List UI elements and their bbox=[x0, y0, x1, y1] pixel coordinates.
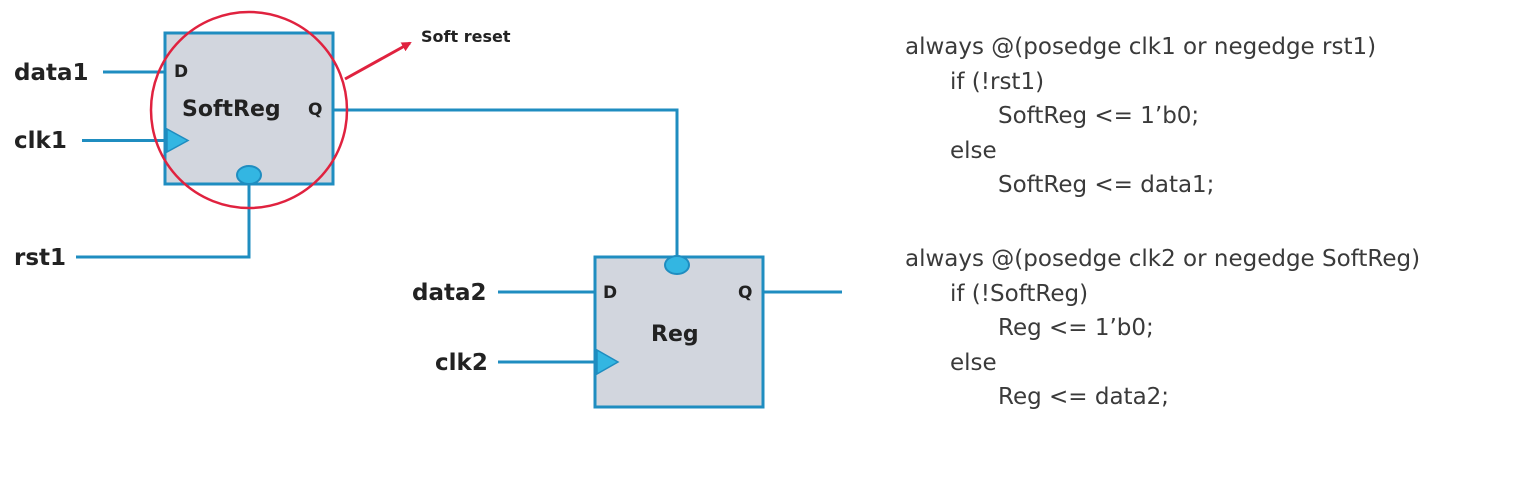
rst1-label: rst1 bbox=[14, 245, 66, 271]
rst1-wire bbox=[76, 184, 251, 259]
data2-label: data2 bbox=[412, 280, 487, 306]
soft-reset-annotation: Soft reset bbox=[421, 27, 511, 46]
code-line: SoftReg <= 1’b0; bbox=[998, 103, 1200, 130]
reg-reset-bubble-icon bbox=[664, 255, 690, 275]
softreg-q-wire bbox=[333, 108, 679, 257]
code-line: else bbox=[950, 137, 997, 164]
softreg-d-pin-label: D bbox=[174, 62, 188, 82]
softreg-block-label: SoftReg bbox=[182, 97, 281, 122]
code-line: if (!rst1) bbox=[950, 68, 1045, 95]
reg-block-label: Reg bbox=[651, 322, 699, 347]
code-line: SoftReg <= data1; bbox=[998, 172, 1215, 199]
soft-reset-highlight-circle bbox=[149, 10, 349, 210]
code-line: always @(posedge clk1 or negedge rst1) bbox=[905, 34, 1377, 60]
soft-reset-arrow-icon bbox=[344, 41, 412, 81]
data1-label: data1 bbox=[14, 60, 89, 86]
softreg-q-pin-label: Q bbox=[308, 100, 322, 120]
code-line: else bbox=[950, 349, 997, 376]
reg-d-pin-label: D bbox=[603, 283, 617, 303]
circuit-diagram: D Q SoftReg data1 clk1 rst1 Soft reset D… bbox=[14, 10, 842, 409]
clk2-label: clk2 bbox=[435, 350, 488, 376]
code-line: Reg <= 1’b0; bbox=[998, 315, 1154, 342]
code-line: always @(posedge clk2 or negedge SoftReg… bbox=[905, 245, 1421, 272]
clk1-label: clk1 bbox=[14, 128, 67, 154]
verilog-code: always @(posedge clk1 or negedge rst1) i… bbox=[905, 30, 1530, 415]
softreg-reset-bubble-icon bbox=[236, 165, 262, 185]
code-line: Reg <= data2; bbox=[998, 384, 1170, 411]
code-line: if (!SoftReg) bbox=[950, 280, 1089, 307]
reg-q-pin-label: Q bbox=[738, 283, 752, 303]
softreg-block bbox=[163, 31, 335, 186]
